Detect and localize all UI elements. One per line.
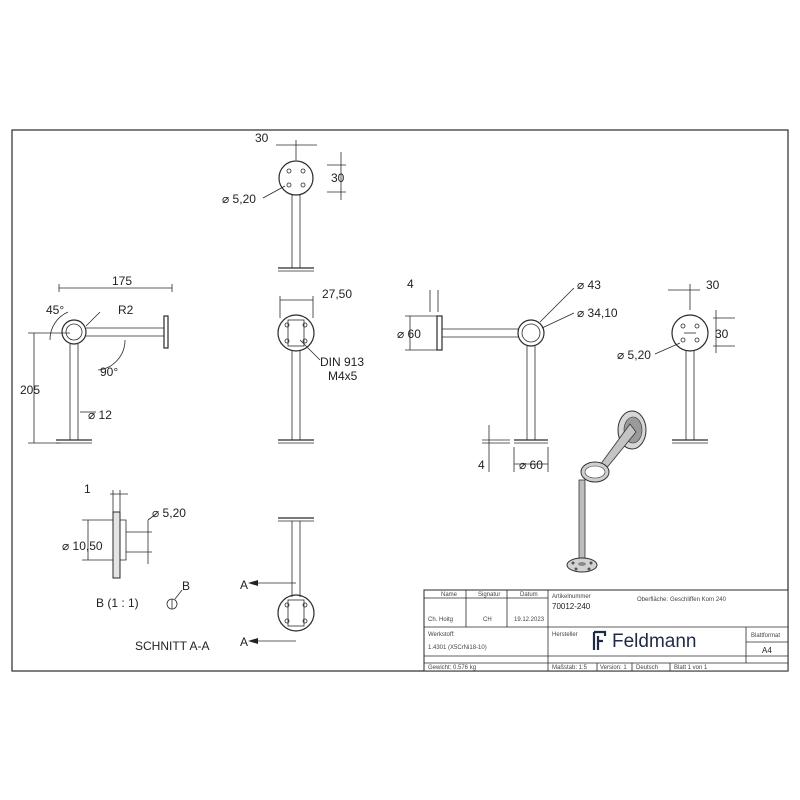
section-a-a-view	[248, 517, 315, 644]
tb-format-value: A4	[762, 646, 772, 655]
tb-checked-name: Ch. Hoitg	[428, 617, 453, 623]
mid-dim-4-bottom: 4	[478, 458, 485, 472]
side-length: 175	[112, 274, 132, 288]
mid-dia-43: ⌀ 43	[577, 278, 601, 292]
tb-sheet: Blatt 1 von 1	[674, 665, 708, 671]
detail-b-view	[82, 490, 157, 579]
tb-date-header: Datum	[520, 592, 538, 598]
right-dim-h: 30	[706, 278, 720, 292]
mid-dia-60-left: ⌀ 60	[397, 327, 421, 341]
tb-format-header: Blattformat	[751, 633, 780, 639]
detail-marker	[166, 589, 183, 610]
section-mark-a1: A	[240, 578, 248, 592]
detail-dim-1: 1	[84, 482, 91, 496]
tb-name-header: Name	[441, 592, 458, 598]
right-dim-v: 30	[715, 327, 729, 341]
tb-version: Version: 1	[600, 665, 627, 671]
right-hole-dia: ⌀ 5,20	[617, 348, 651, 362]
tb-article-number: 70012-240	[552, 602, 591, 611]
tb-article-header: Artikelnummer	[552, 594, 591, 600]
detail-title: B (1 : 1)	[96, 596, 139, 610]
tb-scale: Maßstab: 1:5	[552, 665, 588, 671]
detail-marker-letter: B	[182, 579, 190, 593]
tb-material-value: 1.4301 (X5CrNi18-10)	[428, 645, 487, 651]
side-view-left	[28, 284, 173, 444]
top-hole-dia: ⌀ 5,20	[222, 192, 256, 206]
mid-view	[405, 287, 575, 472]
front-screw-line1: DIN 913	[320, 355, 364, 369]
tb-checked-signature: CH	[483, 617, 492, 623]
section-mark-a2: A	[240, 635, 248, 649]
front-view	[277, 296, 321, 444]
tb-checked-date: 19.12.2023	[514, 617, 545, 623]
tb-maker-header: Hersteller	[552, 632, 578, 638]
isometric-view	[566, 410, 647, 573]
right-view	[654, 284, 735, 444]
tb-weight: Gewicht: 0.576 kg	[428, 665, 476, 671]
tb-material-header: Werkstoff:	[428, 632, 455, 638]
side-tube-dia: ⌀ 12	[88, 408, 112, 422]
section-title: SCHNITT A-A	[135, 639, 209, 653]
mid-dia-34: ⌀ 34,10	[577, 306, 618, 320]
top-dim-h: 30	[255, 131, 269, 145]
side-angle-45: 45°	[46, 303, 64, 317]
side-height: 205	[20, 383, 40, 397]
detail-dia-520: ⌀ 5,20	[152, 506, 186, 520]
brand-name: Feldmann	[612, 631, 697, 652]
mid-dia-60-bottom: ⌀ 60	[519, 458, 543, 472]
top-view	[262, 140, 346, 272]
side-radius: R2	[118, 303, 134, 317]
detail-dia-1050: ⌀ 10,50	[62, 539, 103, 553]
title-block	[423, 589, 789, 672]
feldmann-logo	[592, 630, 607, 650]
front-screw-line2: M4x5	[328, 369, 358, 383]
tb-surface-value: Geschliffen Korn 240	[670, 597, 727, 603]
tb-signature-header: Signatur	[478, 592, 500, 598]
top-dim-v: 30	[331, 171, 345, 185]
tb-language: Deutsch	[636, 665, 658, 671]
front-dim-width: 27,50	[322, 287, 352, 301]
side-angle-90: 90°	[100, 365, 118, 379]
tb-surface-header: Oberfläche:	[637, 597, 668, 603]
mid-dim-4-top: 4	[407, 277, 414, 291]
sheet-frame	[11, 129, 789, 672]
